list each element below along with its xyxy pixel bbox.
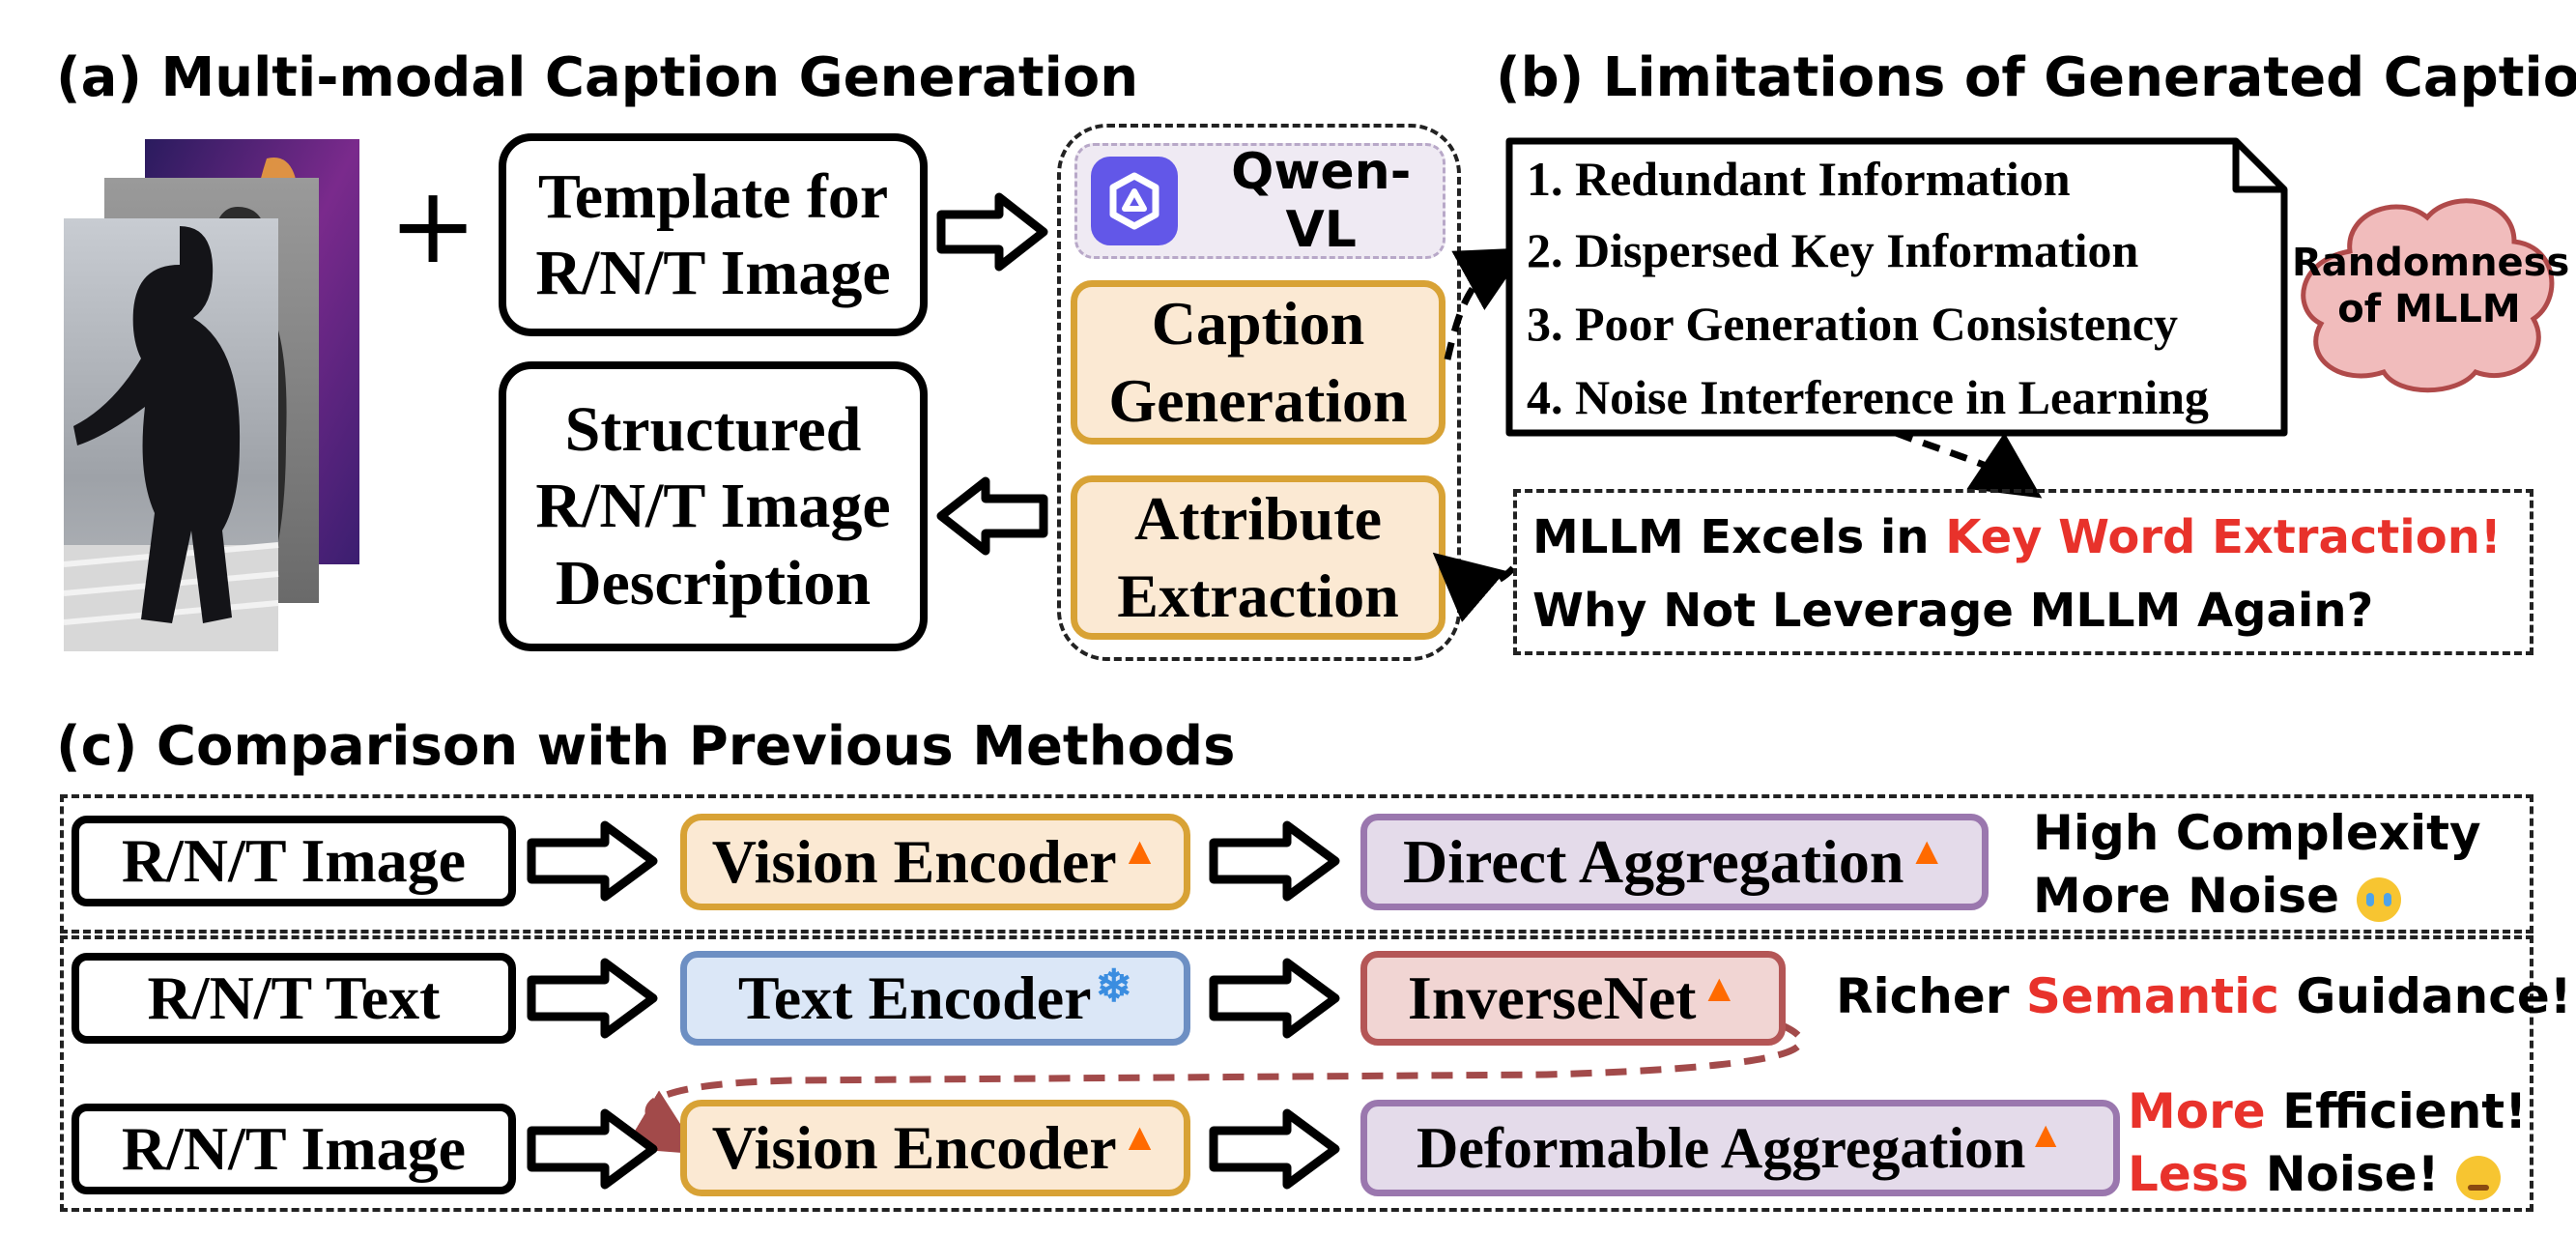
row3-note1-highlight: More <box>2128 1083 2266 1139</box>
qwen-vl-label: Qwen-VL <box>1231 143 1412 259</box>
flame-icon: ▲ <box>1907 829 1946 873</box>
arrow-left-icon <box>936 476 1048 556</box>
section-a-title: (a) Multi-modal Caption Generation <box>56 46 1139 109</box>
insight-box: MLLM Excels in Key Word Extraction! Why … <box>1513 489 2533 655</box>
template-line1: Template for <box>537 160 889 232</box>
row1-note-line2: More Noise <box>2033 868 2340 924</box>
flame-icon: ▲ <box>2027 1115 2065 1156</box>
qwen-logo-icon <box>1091 157 1179 245</box>
arrow-right-icon <box>527 1108 658 1190</box>
row2-row3-container <box>60 935 2533 1212</box>
insight-prefix: MLLM Excels in <box>1532 510 1946 564</box>
row3-vision-encoder-box: Vision Encoder▲ <box>680 1100 1190 1196</box>
row3-note2-suffix: Noise! <box>2248 1146 2440 1202</box>
limitation-item: 3. Poor Generation Consistency <box>1527 297 2179 351</box>
limitation-item: 1. Redundant Information <box>1527 152 2071 206</box>
limitations-list: 1. Redundant Information 2. Dispersed Ke… <box>1505 137 2288 437</box>
attribute-extraction-box: Attribute Extraction <box>1071 475 1445 640</box>
row1-container <box>60 794 2533 933</box>
cloud-line1: Randomness <box>2292 241 2570 285</box>
row1-encoder-label: Vision Encoder <box>711 827 1117 896</box>
row3-note2-highlight: Less <box>2128 1146 2249 1202</box>
document-icon <box>1505 137 2288 437</box>
structured-description-box: Structured R/N/T Image Description <box>499 361 928 651</box>
visible-image <box>63 218 279 651</box>
row2-note: Richer Semantic Guidance! <box>1836 968 2572 1024</box>
arrow-right-icon <box>527 820 658 902</box>
row3-note: More Efficient! Less Noise! <box>2128 1080 2527 1206</box>
row2-input-box: R/N/T Text <box>72 953 516 1044</box>
row3-input-box: R/N/T Image <box>72 1104 516 1194</box>
arrow-right-icon <box>527 958 658 1039</box>
section-c-title: (c) Comparison with Previous Methods <box>56 715 1236 778</box>
plus-sign: + <box>388 163 478 287</box>
row1-note: High Complexity More Noise <box>2033 802 2481 928</box>
row1-vision-encoder-box: Vision Encoder▲ <box>680 814 1190 910</box>
caption-generation-box: Caption Generation <box>1071 280 1445 445</box>
row3-aggregator-label: Deformable Aggregation <box>1416 1115 2026 1180</box>
structured-line1: Structured <box>564 394 862 466</box>
row3-note1-suffix: Efficient! <box>2265 1083 2527 1139</box>
arrow-right-icon <box>1209 958 1340 1039</box>
row2-note-suffix: Guidance! <box>2278 968 2572 1024</box>
row1-direct-aggregation-box: Direct Aggregation▲ <box>1360 814 1989 910</box>
structured-line3: Description <box>555 547 872 618</box>
section-b-title: (b) Limitations of Generated Captions <box>1496 46 2576 109</box>
insight-line1: MLLM Excels in Key Word Extraction! <box>1532 510 2502 564</box>
row2-note-prefix: Richer <box>1836 968 2026 1024</box>
row3-encoder-label: Vision Encoder <box>711 1113 1117 1182</box>
insight-highlight: Key Word Extraction <box>1945 510 2480 564</box>
row1-note-line1: High Complexity <box>2033 805 2481 861</box>
row3-deformable-aggregation-box: Deformable Aggregation▲ <box>1360 1100 2120 1196</box>
template-line2: R/N/T Image <box>535 238 891 308</box>
mllm-container <box>1057 124 1461 661</box>
insight-suffix: ! <box>2479 510 2502 564</box>
crying-face-icon <box>2356 876 2401 922</box>
person-image-stack <box>63 139 359 651</box>
flame-icon: ▲ <box>1700 966 1739 1010</box>
attribute-line2: Extraction <box>1117 561 1399 630</box>
snowflake-icon: ❄ <box>1095 962 1133 1011</box>
caption-line1: Caption <box>1151 289 1365 358</box>
flame-icon: ▲ <box>1120 829 1159 873</box>
insight-line2: Why Not Leverage MLLM Again? <box>1532 584 2374 638</box>
party-face-icon <box>2455 1155 2501 1200</box>
flame-icon: ▲ <box>1120 1115 1159 1159</box>
row2-inversenet-box: InverseNet▲ <box>1360 951 1786 1046</box>
row2-note-highlight: Semantic <box>2025 968 2279 1024</box>
row2-encoder-label: Text Encoder <box>737 963 1092 1032</box>
arrow-right-icon <box>936 192 1048 272</box>
cloud-line2: of MLLM <box>2337 287 2521 331</box>
arrow-right-icon <box>1209 1108 1340 1190</box>
row2-text-encoder-box: Text Encoder❄ <box>680 951 1190 1046</box>
row1-aggregator-label: Direct Aggregation <box>1403 827 1904 896</box>
row2-net-label: InverseNet <box>1407 963 1697 1032</box>
caption-line2: Generation <box>1108 366 1408 435</box>
limitation-item: 4. Noise Interference in Learning <box>1527 370 2209 424</box>
qwen-vl-badge: Qwen-VL <box>1074 143 1445 259</box>
arrow-right-icon <box>1209 820 1340 902</box>
row1-input-box: R/N/T Image <box>72 816 516 906</box>
structured-line2: R/N/T Image <box>535 471 891 542</box>
cloud-icon <box>2301 198 2555 393</box>
limitation-item: 2. Dispersed Key Information <box>1527 223 2139 277</box>
attribute-line1: Attribute <box>1134 484 1382 553</box>
randomness-cloud: Randomness of MLLM <box>2292 184 2570 396</box>
template-box: Template for R/N/T Image <box>499 133 928 336</box>
